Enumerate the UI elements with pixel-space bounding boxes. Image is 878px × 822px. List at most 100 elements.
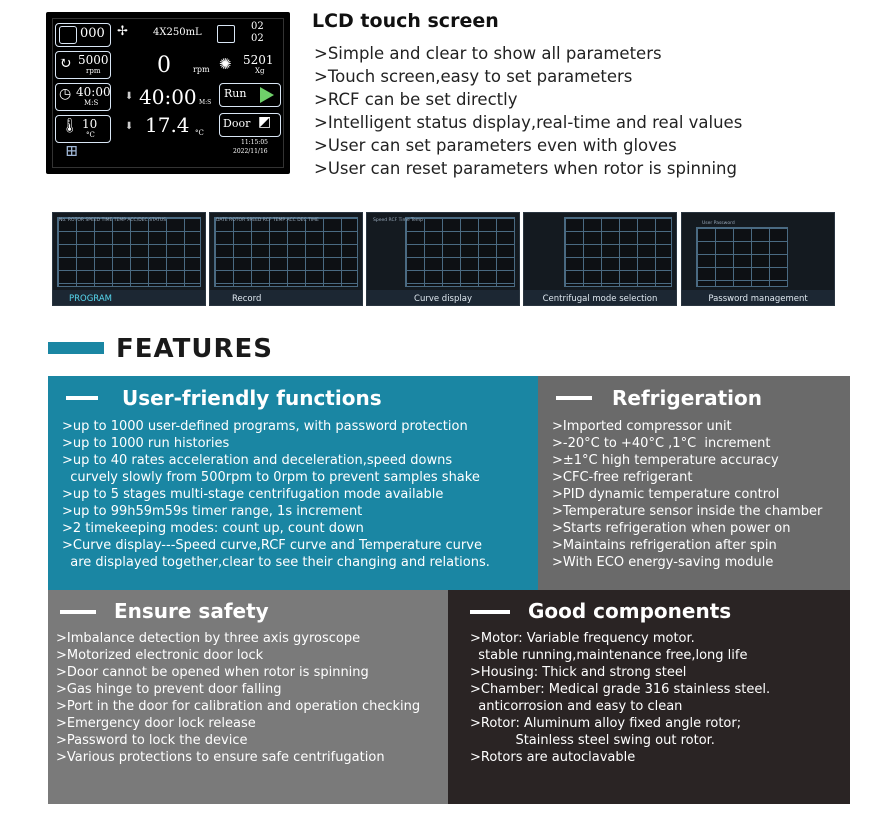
program-icon (59, 26, 77, 44)
thumbnail-label: Password management (708, 294, 808, 304)
panel-line: >up to 99h59m59s timer range, 1s increme… (62, 504, 363, 519)
fan-icon: ✢ (117, 24, 128, 39)
panel-line: >Chamber: Medical grade 316 stainless st… (470, 682, 771, 697)
panel-line: >Motorized electronic door lock (56, 648, 264, 663)
thumbnail-grid (57, 217, 201, 287)
lcd-set-time: 40:00 (76, 85, 111, 99)
lcd-speed-unit: rpm (193, 65, 210, 74)
panel-line: >CFC-free refrigerant (552, 470, 693, 485)
grid-menu-icon: ⊞ (65, 141, 79, 160)
speed-cycle-icon: ↻ (59, 54, 72, 72)
lcd-section-title: LCD touch screen (312, 10, 499, 32)
lcd-stage-total: 02 (251, 33, 264, 44)
lcd-temp-value: 17.4 (145, 113, 190, 137)
panel-title: Good components (528, 599, 732, 623)
lcd-set-speed-cell: ↻ 5000 rpm (55, 51, 111, 79)
panel-line: >Rotors are autoclavable (470, 750, 636, 765)
lcd-set-temp-cell: 🌡 10 °C (55, 115, 111, 143)
panel-line: >up to 1000 run histories (62, 436, 230, 451)
lcd-run-button: Run (219, 83, 281, 107)
features-accent-bar (48, 342, 104, 354)
safety-panel: Ensure safety >Imbalance detection by th… (48, 590, 448, 804)
panel-line: >Starts refrigeration when power on (552, 521, 791, 536)
panel-line: >up to 1000 user-defined programs, with … (62, 419, 468, 434)
thumbnail-grid (564, 217, 672, 287)
panel-line: >Motor: Variable frequency motor. (470, 631, 695, 646)
panel-line: >Various protections to ensure safe cent… (56, 750, 385, 765)
down-arrow-icon: ⬇ (125, 121, 134, 132)
thumbnail-label: Curve display (414, 294, 472, 304)
lcd-set-speed-unit: rpm (86, 67, 101, 75)
panel-line: >Maintains refrigeration after spin (552, 538, 777, 553)
lcd-stage-value: 02 (251, 21, 264, 32)
title-dash (556, 396, 592, 400)
lcd-feature-line: >RCF can be set directly (314, 90, 518, 109)
lcd-set-time-cell: ◷ 40:00 M:S (55, 83, 111, 111)
title-dash (66, 396, 98, 400)
lcd-screen-image: 000 ✢ 4X250mL 02 02 ↻ 5000 rpm 0 rpm ✺ 5… (46, 12, 290, 174)
panel-line: >2 timekeeping modes: count up, count do… (62, 521, 364, 536)
play-icon (260, 87, 274, 103)
record-screen-thumbnail: DATE ROTOR SPEED RCF TEMP ACC DEC TIME R… (209, 212, 363, 306)
panel-line: anticorrosion and easy to clean (470, 699, 683, 714)
panel-line: >Imported compressor unit (552, 419, 732, 434)
thumbnail-grid (696, 227, 788, 287)
door-icon: ◩ (258, 114, 272, 130)
lcd-door-label: Door (223, 117, 251, 130)
title-dash (470, 610, 510, 614)
panel-line: >With ECO energy-saving module (552, 555, 774, 570)
panel-line: >Rotor: Aluminum alloy fixed angle rotor… (470, 716, 742, 731)
panel-line: >Port in the door for calibration and op… (56, 699, 421, 714)
lcd-set-speed: 5000 (78, 53, 109, 67)
stage-icon (217, 25, 235, 43)
panel-line: curvely slowly from 500rpm to 0rpm to pr… (62, 470, 480, 485)
lcd-set-time-unit: M:S (84, 99, 99, 107)
thumbnail-label: PROGRAM (69, 294, 113, 304)
thumbnail-bar (367, 290, 519, 305)
panel-title: Ensure safety (114, 599, 269, 623)
lcd-feature-line: >Intelligent status display,real-time an… (314, 113, 743, 132)
mode-selection-thumbnail: Centrifugal mode selection (523, 212, 677, 306)
thumbnail-header: DATE ROTOR SPEED RCF TEMP ACC DEC TIME (216, 218, 319, 223)
thumbnail-label: Record (232, 294, 262, 304)
lcd-set-temp-unit: °C (86, 131, 95, 139)
lcd-program-cell: 000 (55, 23, 111, 47)
lcd-time-value: 40:00 (139, 85, 197, 109)
down-arrow-icon: ⬇ (125, 91, 134, 102)
lcd-clock: 11:15:05 (241, 139, 268, 146)
panel-line: >Housing: Thick and strong steel (470, 665, 687, 680)
lcd-time-unit: M:S (199, 99, 212, 106)
lcd-door-button: Door ◩ (219, 113, 281, 137)
lcd-feature-line: >User can set parameters even with glove… (314, 136, 677, 155)
lcd-date: 2022/11/16 (233, 148, 268, 155)
panel-line: >PID dynamic temperature control (552, 487, 780, 502)
refrigeration-panel: Refrigeration >Imported compressor unit … (538, 376, 850, 590)
thumbnail-grid (405, 217, 515, 287)
password-management-thumbnail: User Password Password management (681, 212, 835, 306)
clock-icon: ◷ (59, 86, 72, 102)
panel-line: >±1°C high temperature accuracy (552, 453, 779, 468)
lcd-feature-line: >Touch screen,easy to set parameters (314, 67, 633, 86)
lcd-program-value: 000 (80, 26, 105, 41)
lcd-temp-unit: °C (195, 129, 204, 137)
user-friendly-panel: User-friendly functions >up to 1000 user… (48, 376, 538, 590)
lcd-feature-line: >Simple and clear to show all parameters (314, 44, 662, 63)
panel-line: >Gas hinge to prevent door falling (56, 682, 282, 697)
panel-line: >-20°C to +40°C ,1°C increment (552, 436, 771, 451)
lcd-rcf-value: 5201 (243, 53, 274, 67)
panel-line: >Curve display---Speed curve,RCF curve a… (62, 538, 482, 553)
panel-line: >Emergency door lock release (56, 716, 256, 731)
lcd-feature-line: >User can reset parameters when rotor is… (314, 159, 737, 178)
panel-line: Stainless steel swing out rotor. (470, 733, 715, 748)
lcd-speed-value: 0 (157, 53, 171, 78)
thumbnail-bar (524, 290, 676, 305)
thumbnail-bar (682, 290, 834, 305)
lcd-rotor-value: 4X250mL (153, 27, 202, 38)
features-title: FEATURES (116, 334, 273, 364)
thumbnail-header: User Password (702, 221, 735, 226)
panel-title: User-friendly functions (122, 386, 382, 410)
panel-line: >Door cannot be opened when rotor is spi… (56, 665, 369, 680)
lcd-run-label: Run (224, 87, 247, 100)
components-panel: Good components >Motor: Variable frequen… (448, 590, 850, 804)
panel-line: >Password to lock the device (56, 733, 248, 748)
